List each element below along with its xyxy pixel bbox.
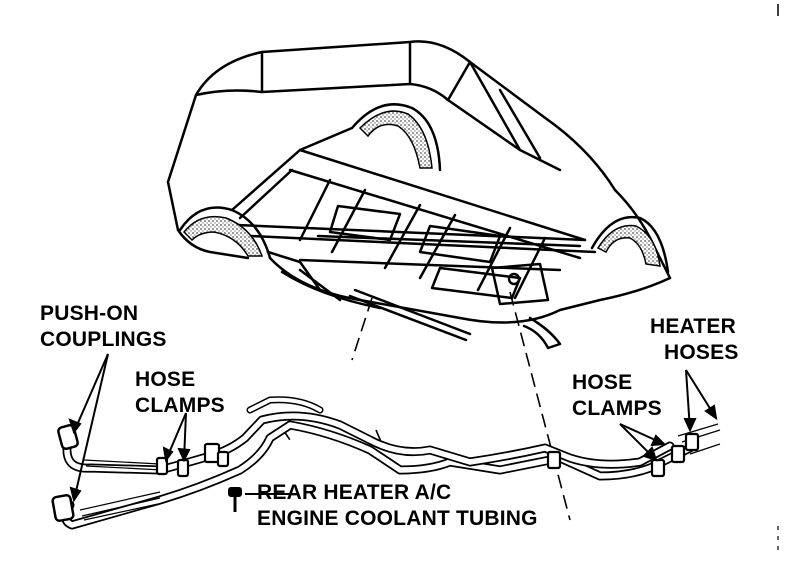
label-line: REAR HEATER A/C bbox=[257, 481, 452, 504]
right-wheel-arch bbox=[590, 215, 670, 274]
mounting-bolt bbox=[228, 487, 242, 512]
label-line: CLAMPS bbox=[572, 397, 662, 420]
label-push-on-couplings: PUSH-ON COUPLINGS bbox=[40, 303, 167, 351]
right-tire bbox=[596, 224, 661, 267]
hose-hatching bbox=[79, 423, 721, 521]
vehicle-body bbox=[166, 40, 672, 350]
hose-clamps bbox=[155, 432, 700, 478]
label-line: HEATER bbox=[650, 315, 736, 338]
label-line: ENGINE COOLANT TUBING bbox=[257, 507, 538, 530]
coupling-lower bbox=[51, 494, 75, 522]
label-line: CLAMPS bbox=[135, 394, 225, 417]
push-on-couplings bbox=[51, 423, 79, 522]
leader-lines bbox=[68, 353, 718, 503]
label-line: PUSH-ON bbox=[40, 302, 139, 325]
label-line: HOSE bbox=[135, 368, 196, 391]
label-heater-hoses: HEATER HOSES bbox=[650, 316, 739, 364]
label-line: HOSE bbox=[572, 371, 633, 394]
label-line: COUPLINGS bbox=[40, 328, 167, 351]
label-coolant-tubing: REAR HEATER A/C ENGINE COOLANT TUBING bbox=[257, 482, 538, 530]
label-hose-clamps-right: HOSE CLAMPS bbox=[572, 372, 662, 420]
rear-tire bbox=[358, 110, 433, 169]
label-hose-clamps-left: HOSE CLAMPS bbox=[135, 369, 225, 417]
label-line: HOSES bbox=[664, 341, 739, 364]
left-tire bbox=[182, 215, 264, 257]
rear-wheel-arch bbox=[350, 103, 442, 172]
